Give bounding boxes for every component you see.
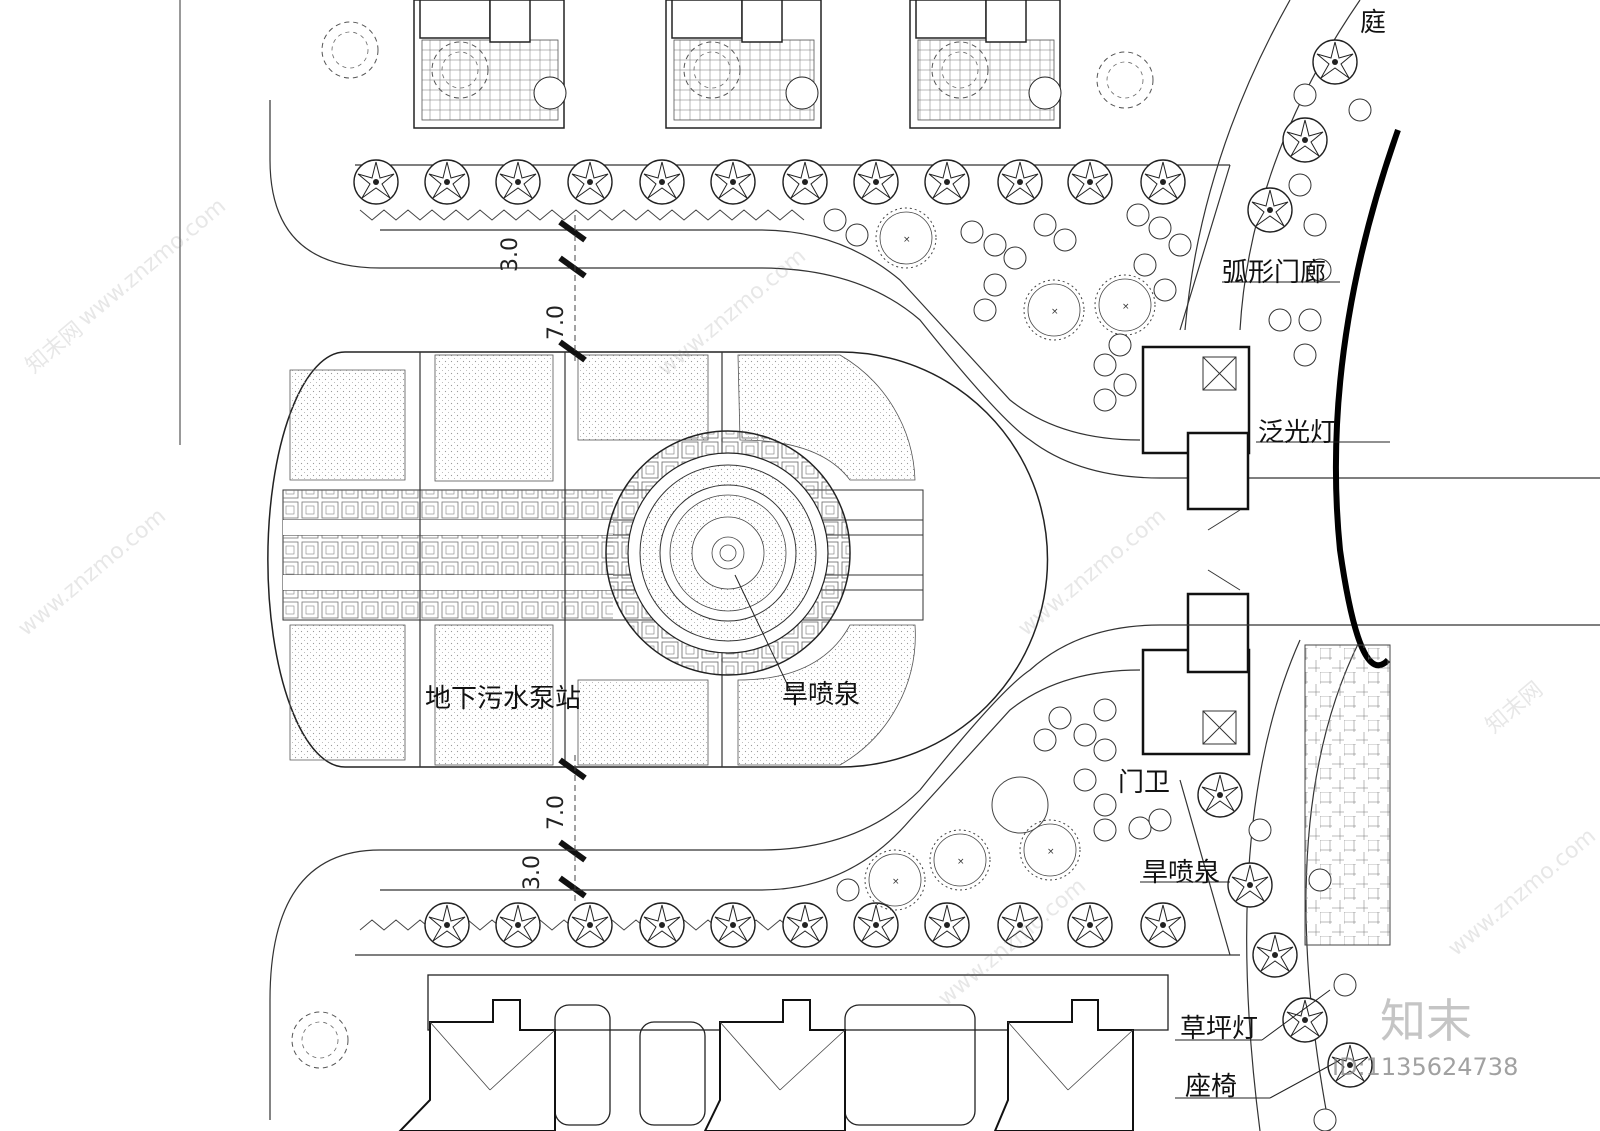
label-arc-corridor: 弧形门廊 <box>1222 258 1327 288</box>
brand-logo-text: 知末 <box>1380 994 1472 1048</box>
label-flood-light: 泛光灯 <box>1258 418 1337 448</box>
label-courtyard: 庭 <box>1360 8 1387 38</box>
image-id: ID:1135624738 <box>1332 1053 1519 1081</box>
label-sewage-pump-station: 地下污水泵站 <box>425 684 582 714</box>
label-lawn-light: 草坪灯 <box>1180 1014 1259 1044</box>
label-dry-fountain-center: 旱喷泉 <box>782 680 861 710</box>
dimension-top-3: 3.0 <box>498 237 523 272</box>
dimension-top-7: 7.0 <box>544 305 569 340</box>
label-bench: 座椅 <box>1185 1072 1238 1102</box>
label-guard-house: 门卫 <box>1118 768 1171 798</box>
dimension-bottom-7: 7.0 <box>544 795 569 830</box>
dimension-bottom-3: 3.0 <box>520 855 545 890</box>
label-dry-fountain-right: 旱喷泉 <box>1142 858 1221 888</box>
